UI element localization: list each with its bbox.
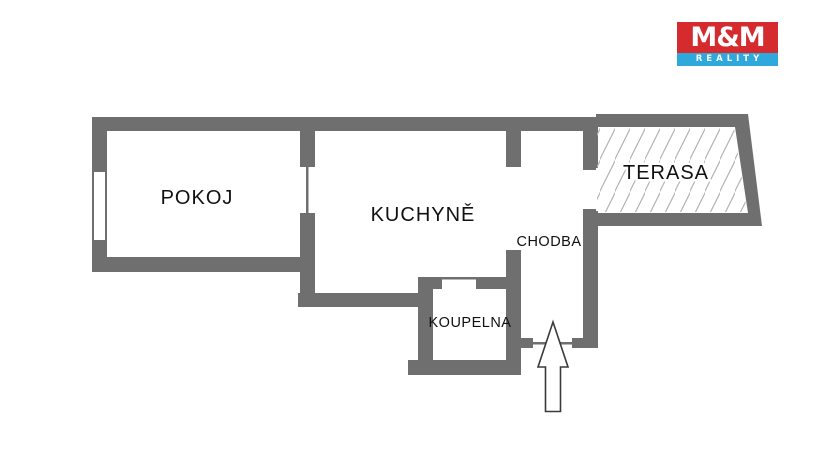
brand-logo-mark: M&M bbox=[677, 22, 778, 53]
brand-logo-tagline-text: REALITY bbox=[695, 54, 764, 65]
brand-logo-tagline-bar: REALITY bbox=[677, 53, 778, 66]
room-label-koupelna: KOUPELNA bbox=[429, 315, 512, 331]
wall-koupelna-top-left bbox=[418, 277, 442, 289]
room-labels: POKOJ KUCHYNĚ CHODBA KOUPELNA TERASA bbox=[161, 160, 711, 332]
brand-logo: M&M REALITY bbox=[677, 22, 778, 66]
terasa-hatch-area bbox=[597, 128, 747, 212]
wall-koupelna-bottom bbox=[408, 360, 521, 375]
entrance-jamb-right bbox=[572, 338, 583, 348]
room-label-kuchyne: KUCHYNĚ bbox=[371, 203, 476, 226]
entrance-jamb-left bbox=[521, 338, 533, 348]
wall-top bbox=[92, 117, 596, 131]
door-pokoj-line bbox=[306, 167, 309, 213]
wall-divider-chodba-lower bbox=[506, 250, 521, 368]
window-pokoj bbox=[92, 170, 107, 242]
wall-koupelna-left bbox=[418, 277, 433, 372]
wall-divider-pokoj-upper bbox=[300, 131, 315, 167]
room-label-chodba: CHODBA bbox=[516, 234, 581, 250]
wall-right-lower bbox=[583, 211, 598, 348]
wall-pokoj-bottom bbox=[92, 257, 315, 272]
door-terasa-line-top bbox=[583, 168, 596, 170]
walls bbox=[92, 114, 762, 375]
entrance-arrow-icon bbox=[536, 319, 570, 413]
room-label-pokoj: POKOJ bbox=[161, 187, 234, 209]
wall-divider-chodba-upper bbox=[506, 131, 521, 167]
wall-right-upper bbox=[583, 117, 598, 168]
door-terasa-line-bottom bbox=[583, 209, 596, 211]
room-label-terasa: TERASA bbox=[623, 162, 709, 184]
wall-divider-pokoj-lower bbox=[300, 213, 315, 307]
wall-pokoj-left-upper bbox=[92, 117, 107, 170]
wall-terasa bbox=[596, 114, 762, 226]
door-koupelna-line bbox=[442, 277, 476, 280]
wall-kuchyne-bottom bbox=[298, 293, 433, 307]
brand-logo-text: M&M bbox=[690, 22, 765, 53]
